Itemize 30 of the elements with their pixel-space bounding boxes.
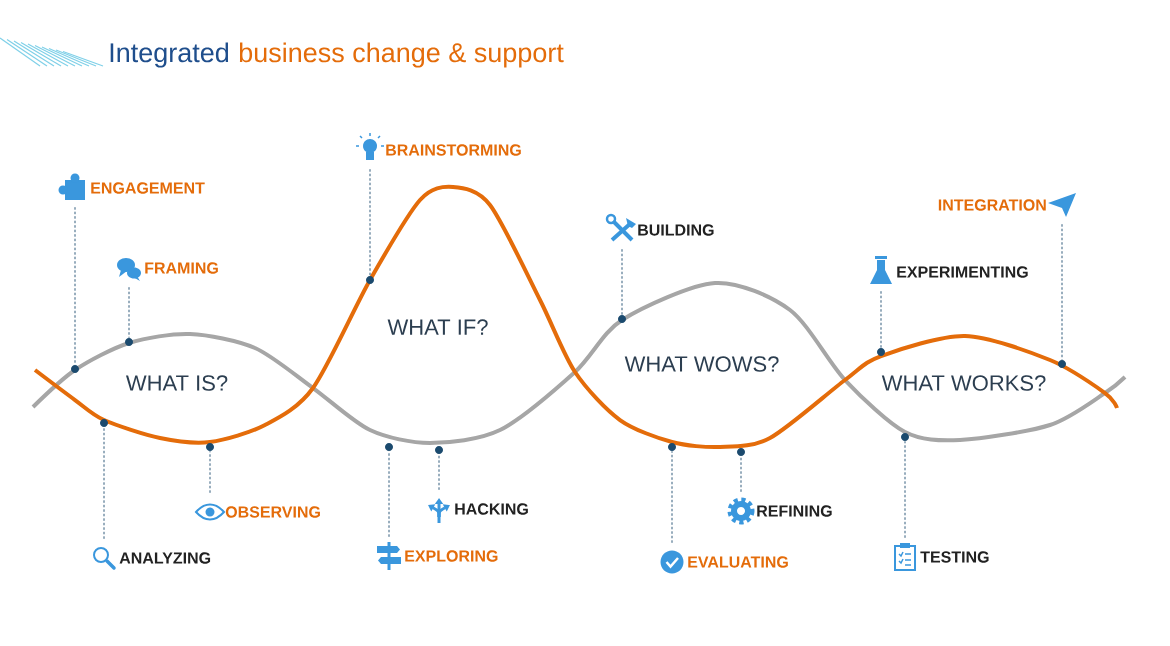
leader-line (103, 426, 105, 540)
title: Integrated (110, 42, 229, 68)
activity-label: EXPERIMENTING (897, 266, 1028, 278)
leader-line (904, 440, 906, 539)
activity-label: BRAINSTORMING (386, 144, 521, 156)
activity-label: EXPLORING (405, 550, 498, 562)
leader-line (209, 450, 211, 494)
leader-line (74, 206, 76, 366)
phase-label: WHAT IF? (387, 319, 488, 335)
leader-line (438, 453, 440, 491)
activity-label: ANALYZING (119, 552, 211, 564)
leader-line (369, 168, 371, 277)
phase-label: WHAT WOWS? (624, 356, 779, 372)
activity-label: ENGAGEMENT (91, 182, 205, 194)
phase-label: WHAT WORKS? (881, 375, 1046, 391)
activity-label: REFINING (757, 505, 832, 517)
leader-line (388, 450, 390, 538)
activity-label: TESTING (920, 551, 989, 563)
leader-line (671, 450, 673, 544)
activity-label: FRAMING (145, 262, 218, 274)
leader-line (1061, 223, 1063, 361)
leader-line (621, 248, 623, 316)
activity-label: BUILDING (638, 224, 714, 236)
activity-label: EVALUATING (688, 556, 788, 568)
phase-label: WHAT IS? (125, 375, 228, 391)
activity-label: HACKING (455, 503, 528, 515)
activity-label: INTEGRATION (938, 199, 1046, 211)
activity-label: OBSERVING (225, 506, 320, 518)
leader-line (740, 455, 742, 493)
title: business change & support (239, 42, 564, 68)
